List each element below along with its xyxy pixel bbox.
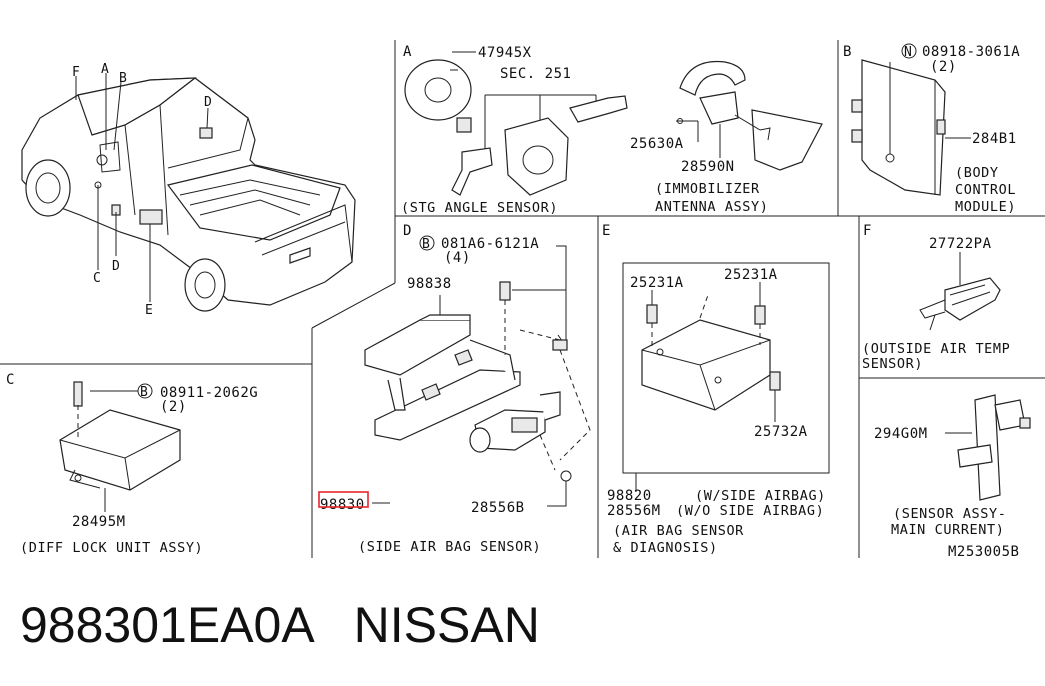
section-immobilizer-antenna: 25630A 28590N (IMMOBILIZER ANTENNA ASSY) — [630, 60, 823, 215]
qty-b: (2) — [930, 59, 957, 75]
caption-stg-angle-sensor: (STG ANGLE SENSOR) — [401, 200, 558, 216]
part-sec-251[interactable]: SEC. 251 — [500, 66, 571, 82]
truck-callout-a: A — [101, 62, 109, 77]
qty-c: (2) — [160, 399, 187, 415]
part-98820[interactable]: 98820 — [607, 488, 652, 504]
truck-callout-f: F — [72, 65, 80, 80]
truck-illustration: F A B D C D E — [21, 62, 356, 318]
part-081a6-6121a[interactable]: 081A6-6121A — [441, 236, 539, 252]
part-98830[interactable]: 98830 — [320, 497, 365, 513]
part-25231a-left[interactable]: 25231A — [630, 275, 684, 291]
part-98838[interactable]: 98838 — [407, 276, 452, 292]
section-c-diff-lock-unit: C B 08911-2062G (2) 28495M (DIFF LOCK UN… — [6, 372, 258, 556]
part-28556b[interactable]: 28556B — [471, 500, 525, 516]
section-letter-c: C — [6, 372, 15, 388]
truck-callout-c: C — [93, 271, 101, 286]
caption-main-current-line2: MAIN CURRENT) — [891, 522, 1004, 538]
truck-callout-b: B — [119, 71, 127, 86]
part-27722pa[interactable]: 27722PA — [929, 236, 992, 252]
truck-callout-e: E — [145, 303, 153, 318]
diagram-code: M253005B — [948, 544, 1019, 560]
panel-borders — [0, 40, 1045, 558]
caption-side-air-bag-sensor: (SIDE AIR BAG SENSOR) — [358, 539, 541, 555]
caption-bcm-line3: MODULE) — [955, 199, 1016, 215]
part-25732a[interactable]: 25732A — [754, 424, 808, 440]
caption-immobilizer-line1: (IMMOBILIZER — [655, 181, 760, 197]
note-with-side-airbag: (W/SIDE AIRBAG) — [695, 488, 826, 504]
section-letter-f: F — [863, 223, 872, 239]
part-25630a[interactable]: 25630A — [630, 136, 684, 152]
caption-outside-air-temp-line2: SENSOR) — [862, 356, 923, 372]
caption-bcm-line2: CONTROL — [955, 182, 1016, 198]
part-28590n[interactable]: 28590N — [681, 159, 735, 175]
part-28556m[interactable]: 28556M — [607, 503, 661, 519]
caption-bcm-line1: (BODY — [955, 165, 999, 181]
section-e-air-bag-sensor-diagnosis: E 25231A 25231A 25732A 98820 28556M (W/S… — [602, 223, 830, 556]
part-25231a-right[interactable]: 25231A — [724, 267, 778, 283]
part-08918-3061a[interactable]: 08918-3061A — [922, 44, 1020, 60]
caption-air-bag-line1: (AIR BAG SENSOR — [613, 523, 744, 539]
part-294g0m[interactable]: 294G0M — [874, 426, 928, 442]
section-f-outside-air-temp-sensor: F 27722PA (OUTSIDE AIR TEMP SENSOR) — [862, 223, 1010, 372]
section-letter-b: B — [843, 44, 852, 60]
section-letter-e: E — [602, 223, 611, 239]
circle-letter-n: N — [904, 45, 912, 60]
section-a-stg-angle-sensor: A 47945X SEC. 251 (STG ANGLE SENSOR) — [401, 44, 628, 216]
caption-immobilizer-line2: ANTENNA ASSY) — [655, 199, 768, 215]
highlight-box-98830 — [318, 491, 369, 508]
part-284b1[interactable]: 284B1 — [972, 131, 1017, 147]
section-d-side-air-bag-sensor: D B 081A6-6121A (4) 98838 28556B 98830 (… — [318, 223, 591, 555]
part-47945x[interactable]: 47945X — [478, 45, 532, 61]
footer-part-number: 988301EA0A — [20, 597, 312, 653]
circle-letter-b-d: B — [422, 237, 430, 252]
section-letter-d: D — [403, 223, 412, 239]
footer-title: 988301EA0A NISSAN — [20, 596, 540, 654]
caption-diff-lock-unit: (DIFF LOCK UNIT ASSY) — [20, 540, 203, 556]
caption-outside-air-temp-line1: (OUTSIDE AIR TEMP — [862, 341, 1010, 357]
part-08911-2062g[interactable]: 08911-2062G — [160, 385, 258, 401]
part-28495m[interactable]: 28495M — [72, 514, 126, 530]
section-b-body-control-module: B N 08918-3061A (2) 284B1 (BODY CONTROL … — [843, 43, 1020, 215]
note-without-side-airbag: (W/O SIDE AIRBAG) — [676, 503, 824, 519]
qty-d: (4) — [444, 250, 471, 266]
truck-callout-d-bottom: D — [112, 259, 120, 274]
caption-air-bag-line2: & DIAGNOSIS) — [613, 540, 718, 556]
circle-letter-b-c: B — [140, 385, 148, 400]
footer-brand: NISSAN — [353, 597, 540, 653]
caption-main-current-line1: (SENSOR ASSY- — [893, 506, 1006, 522]
truck-callout-d-top: D — [204, 95, 212, 110]
section-letter-a: A — [403, 44, 412, 60]
section-sensor-main-current: 294G0M (SENSOR ASSY- MAIN CURRENT) M2530… — [874, 394, 1031, 560]
